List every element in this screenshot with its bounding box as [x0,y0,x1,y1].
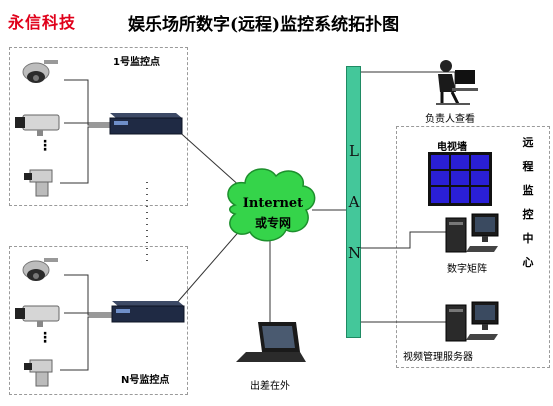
internet-cloud-icon [227,168,316,242]
dome-camera-icon [22,258,58,281]
remote-center-box [396,126,550,368]
network-switch-icon [109,113,183,135]
brand-logo-text: 永信科技 [8,13,77,32]
laptop-label: 出差在外 [250,381,290,392]
connections [60,71,456,371]
remote-center-char: 控 [522,208,534,221]
dome-camera-icon [22,60,58,83]
private-network-label: 或专网 [254,216,291,230]
box-camera-icon [15,305,60,327]
box-camera-icon [15,114,60,136]
workstation-computer-icon [445,213,499,253]
ptz-camera-icon [24,169,53,197]
tv-wall-label: 电视墙 [437,142,467,153]
lan-bus-bar [346,66,361,338]
remote-center-char: 中 [522,232,534,245]
camera-group-1-label: 1号监控点 [113,57,160,68]
lan-letter-l: L [349,142,359,160]
camera-group-1-box [9,47,188,206]
internet-label: Internet [242,196,304,211]
remote-center-vertical-label: 远 程 监 控 中 心 [521,136,535,280]
camera-group-1-ellipsis: ⋮ [38,138,52,154]
page-title: 娱乐场所数字(远程)监控系统拓扑图 [128,15,400,35]
camera-group-n-box [9,246,188,395]
remote-center-char: 远 [522,136,534,149]
remote-center-char: 监 [522,184,534,197]
lan-letter-n: N [348,244,362,262]
lan-letter-a: A [348,193,360,211]
supervisor-person-icon [436,60,478,105]
video-server-label: 视频管理服务器 [403,352,473,363]
tv-wall-icon [428,152,492,206]
camera-group-n-label: N号监控点 [121,375,170,386]
server-computer-icon [445,301,499,342]
network-switch-icon [111,301,185,323]
remote-center-char: 心 [522,256,534,269]
remote-center-char: 程 [522,160,534,173]
ptz-camera-icon [24,359,53,387]
laptop-icon [236,322,306,362]
digital-matrix-label: 数字矩阵 [447,264,487,275]
camera-group-n-ellipsis: ⋮ [38,330,52,346]
supervisor-label: 负责人查看 [425,114,475,125]
between-groups-ellipsis: ⋮ [141,262,142,263]
